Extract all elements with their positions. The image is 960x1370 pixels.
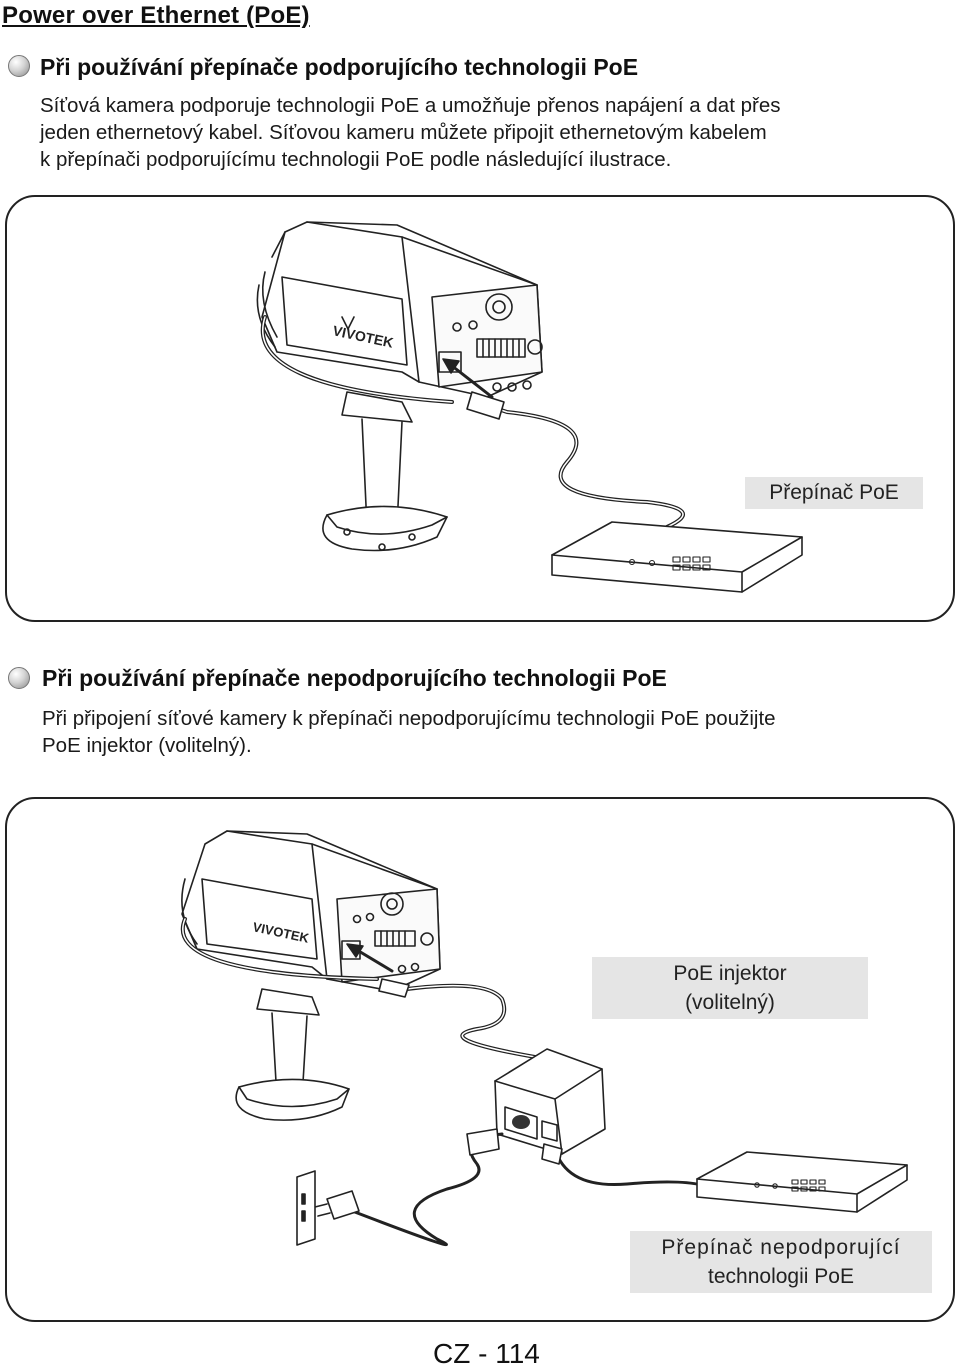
- camera-icon: VIVOTEK: [181, 830, 441, 1121]
- poe-injector-label-line-1: PoE injektor: [673, 962, 787, 985]
- poe-injector-icon: [494, 1048, 606, 1155]
- poe-injector-label-line-2: (volitelný): [685, 991, 775, 1014]
- page-title: Power over Ethernet (PoE): [2, 2, 310, 29]
- section2-title: Při používání přepínače nepodporujícího …: [42, 665, 667, 691]
- power-plug-icon: [314, 1128, 500, 1220]
- section-bullet-icon: [8, 667, 30, 689]
- section-bullet-icon: [8, 55, 30, 77]
- section2-line-2: PoE injektor (volitelný).: [42, 734, 252, 757]
- figure-panel-poe-injector: VIVOTEK: [5, 797, 955, 1322]
- section1-title: Při používání přepínače podporujícího te…: [40, 54, 639, 80]
- connection-arrow-icon: [442, 358, 494, 399]
- section1-line-3: k přepínači podporujícímu technologii Po…: [40, 148, 672, 171]
- non-poe-switch-label-line-2: technologii PoE: [708, 1265, 854, 1288]
- poe-switch-label: Přepínač PoE: [745, 477, 923, 509]
- figure-panel-poe-switch: VIVOTEK: [5, 195, 955, 622]
- poe-switch-icon: [696, 1151, 908, 1213]
- section2-line-1: Při připojení síťové kamery k přepínači …: [42, 707, 776, 730]
- figure1-illustration: VIVOTEK: [256, 221, 803, 593]
- non-poe-switch-label-line-1: Přepínač nepodporující: [661, 1236, 901, 1259]
- page-number: CZ - 114: [433, 1338, 540, 1369]
- poe-switch-icon: [551, 521, 803, 593]
- section1-line-2: jeden ethernetový kabel. Síťovou kameru …: [40, 121, 767, 144]
- poe-injector-label: PoE injektor (volitelný): [592, 957, 868, 1019]
- wall-outlet-icon: [296, 1170, 316, 1246]
- connection-arrow-icon: [346, 943, 394, 973]
- figure2-illustration: VIVOTEK: [180, 830, 908, 1247]
- camera-icon: VIVOTEK: [256, 221, 543, 552]
- section1-line-1: Síťová kamera podporuje technologii PoE …: [40, 94, 781, 117]
- non-poe-switch-label: Přepínač nepodporující technologii PoE: [630, 1231, 932, 1293]
